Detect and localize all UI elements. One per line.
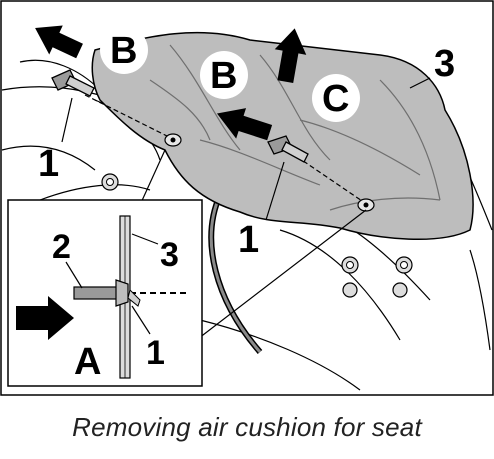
inset-arrow-a	[16, 296, 74, 340]
removal-diagram: B B C 3 1 1 2 3 1 A	[0, 0, 494, 396]
air-cushion	[91, 31, 474, 241]
label-a-inset: A	[74, 341, 101, 383]
nut-right-2	[395, 256, 413, 274]
arrow-b-mid-shape	[216, 108, 273, 141]
inset-leaders	[65, 233, 159, 335]
clip-hole-right	[357, 198, 375, 212]
clip-mid	[267, 135, 309, 163]
inset-clip-collar	[115, 279, 129, 307]
clip-hole-left	[164, 133, 182, 147]
label-bg-c	[312, 74, 360, 122]
arrow-c-shape	[274, 28, 307, 83]
clip-left	[51, 69, 95, 97]
label-1-mid: 1	[238, 219, 259, 261]
label-bg-b-mid	[200, 51, 248, 99]
label-1-left: 1	[38, 143, 59, 185]
nut-left	[101, 173, 119, 191]
label-1-inset: 1	[146, 334, 165, 372]
clip-axis-lines	[84, 94, 369, 206]
label-c: C	[322, 78, 349, 120]
leader-lines	[61, 77, 431, 349]
label-3-inset: 3	[160, 236, 179, 274]
figure-caption: Removing air cushion for seat	[72, 412, 422, 442]
inset-clip-head	[73, 286, 121, 300]
nut-right-4	[392, 282, 408, 298]
arrow-b-left-shape	[35, 25, 83, 59]
nut-right-3	[342, 282, 358, 298]
label-b-mid: B	[210, 55, 237, 97]
cushion-folds	[149, 44, 441, 211]
label-3-main: 3	[434, 43, 455, 85]
nut-right-1	[341, 256, 359, 274]
inset-clip-prong	[127, 289, 141, 307]
label-b-left: B	[110, 30, 137, 72]
label-bg-b-left	[100, 26, 148, 74]
detail-inset: 2 3 1 A	[7, 199, 203, 387]
cable-inner	[209, 194, 262, 353]
label-2-inset: 2	[52, 228, 71, 266]
